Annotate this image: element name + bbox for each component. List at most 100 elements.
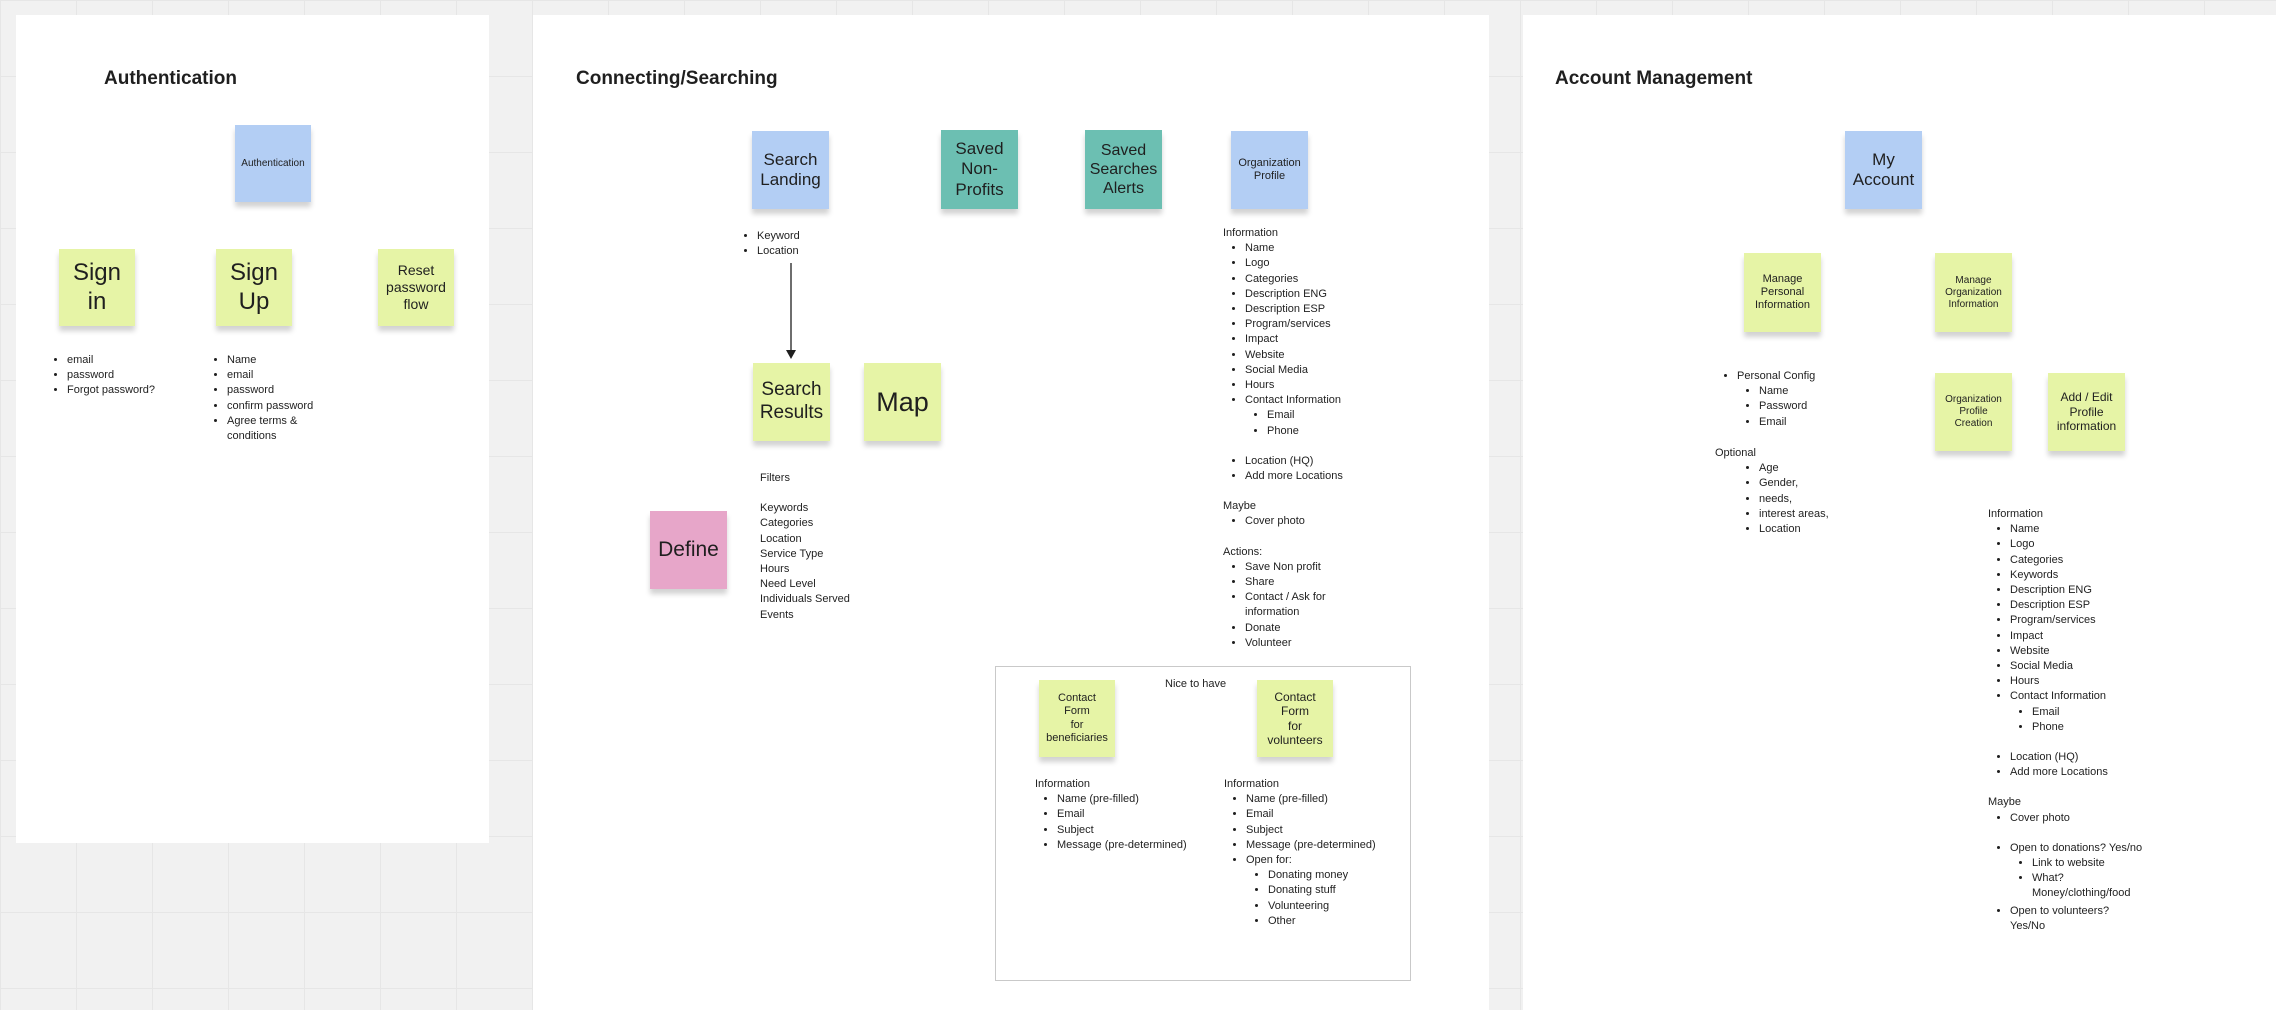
list-item: Donating stuff — [1268, 883, 1394, 898]
list-item: Share — [1245, 575, 1363, 590]
sticky-contact-form-volunteers[interactable]: Contact Form for volunteers — [1257, 680, 1333, 757]
connecting-searching-title: Connecting/Searching — [576, 68, 778, 89]
list-item: Other — [1268, 914, 1394, 929]
list-item: Gender, — [1759, 476, 1855, 491]
sticky-add-edit-profile-information[interactable]: Add / Edit Profile information — [2048, 373, 2125, 451]
list-item: What? Money/clothing/food — [2032, 871, 2142, 901]
list-item: Name (pre-filled) — [1246, 792, 1394, 807]
list-item: Open to donations? Yes/no Link to websit… — [2010, 841, 2148, 902]
list-item-label: Open for: — [1246, 854, 1292, 867]
list-item: interest areas, — [1759, 507, 1855, 522]
list-item: Location (HQ) — [1245, 454, 1363, 469]
list-item: Logo — [2010, 537, 2148, 552]
list-item: email — [227, 368, 335, 383]
list-item-label: Open to donations? Yes/no — [2010, 841, 2143, 854]
list-item: Contact Information Email Phone — [2010, 689, 2148, 735]
sticky-contact-form-beneficiaries[interactable]: Contact Form for beneficiaries — [1039, 680, 1115, 757]
info-title: Information — [1988, 508, 2044, 520]
filter-item: Individuals Served — [760, 593, 850, 606]
sticky-search-results[interactable]: Search Results — [753, 363, 830, 441]
list-item: Open for: Donating money Donating stuff … — [1246, 853, 1394, 929]
list-item: Email — [2032, 705, 2148, 720]
list-item: Name — [2010, 522, 2148, 537]
list-item: Agree terms & conditions — [227, 414, 307, 444]
nice-to-have-box — [995, 666, 1411, 981]
list-item: Volunteer — [1245, 636, 1363, 651]
list-item: Location (HQ) — [2010, 750, 2148, 765]
list-item: Contact Information Email Phone — [1245, 393, 1363, 439]
list-item: Description ESP — [1245, 302, 1363, 317]
list-item: Categories — [1245, 272, 1363, 287]
list-item: Website — [1245, 348, 1363, 363]
volunteers-notes: Information Name (pre-filled) Email Subj… — [1224, 777, 1394, 929]
list-item: email — [67, 353, 175, 368]
list-item: confirm password — [227, 399, 335, 414]
list-item: Password — [1759, 399, 1855, 414]
list-item: Email — [1759, 415, 1855, 430]
list-item: Email — [1246, 807, 1394, 822]
sticky-search-landing[interactable]: Search Landing — [752, 131, 829, 209]
sticky-saved-non-profits[interactable]: Saved Non- Profits — [941, 130, 1018, 209]
filter-item: Keywords — [760, 502, 809, 515]
list-item: Program/services — [2010, 613, 2148, 628]
search-landing-notes: Keyword Location — [735, 229, 835, 259]
list-item: Link to website — [2032, 856, 2148, 871]
list-item: Name — [1245, 241, 1363, 256]
list-item: Cover photo — [1245, 514, 1363, 529]
sticky-reset-password[interactable]: Reset password flow — [378, 249, 454, 326]
sticky-manage-personal-information[interactable]: Manage Personal Information — [1744, 253, 1821, 332]
list-item: Location — [1759, 522, 1855, 537]
list-item: Donate — [1245, 621, 1363, 636]
beneficiaries-notes: Information Name (pre-filled) Email Subj… — [1035, 777, 1205, 853]
personal-config-notes: Personal Config Name Password Email — [1715, 369, 1855, 430]
list-item: Name — [227, 353, 335, 368]
nice-to-have-title: Nice to have — [1165, 678, 1227, 690]
list-item: Logo — [1245, 256, 1363, 271]
list-item: Forgot password? — [67, 383, 175, 398]
sign-in-notes: email password Forgot password? — [45, 353, 175, 399]
list-item: Add more Locations — [2010, 765, 2148, 780]
sticky-map[interactable]: Map — [864, 363, 941, 441]
maybe-title: Maybe — [1988, 796, 2022, 809]
list-item: Add more Locations — [1245, 469, 1363, 484]
sticky-organization-profile[interactable]: Organization Profile — [1231, 131, 1308, 209]
filter-item: Location — [760, 532, 802, 545]
account-information-notes: Information Name Logo Categories Keyword… — [1988, 507, 2148, 934]
list-item: password — [67, 368, 175, 383]
list-item: Social Media — [2010, 659, 2148, 674]
list-item: Impact — [2010, 629, 2148, 644]
info-title: Information — [1223, 227, 1279, 239]
list-item: Keyword — [757, 229, 835, 244]
sticky-organization-profile-creation[interactable]: Organization Profile Creation — [1935, 373, 2012, 451]
list-item: Personal Config Name Password Email — [1737, 369, 1855, 430]
sticky-define[interactable]: Define — [650, 511, 727, 589]
sticky-sign-in[interactable]: Sign in — [59, 249, 135, 326]
filter-item: Hours — [760, 563, 790, 576]
list-item-label: Contact Information — [1245, 394, 1341, 407]
filters-title: Filters — [760, 472, 790, 484]
maybe-title: Maybe — [1223, 500, 1257, 513]
sticky-my-account[interactable]: My Account — [1845, 131, 1922, 209]
sticky-sign-up[interactable]: Sign Up — [216, 249, 292, 326]
list-item: Open to volunteers? Yes/No — [2010, 904, 2110, 934]
list-item: Message (pre-determined) — [1246, 838, 1394, 853]
filter-item: Service Type — [760, 547, 824, 560]
list-item: Donating money — [1268, 868, 1394, 883]
list-item: Social Media — [1245, 363, 1363, 378]
list-item: Age — [1759, 461, 1855, 476]
list-item: Message (pre-determined) — [1057, 838, 1205, 853]
sticky-manage-organization-information[interactable]: Manage Organization Information — [1935, 253, 2012, 332]
list-item: Phone — [1267, 424, 1363, 439]
list-item-label: Contact Information — [2010, 690, 2106, 703]
filter-item: Events — [760, 608, 794, 621]
list-item: Save Non profit — [1245, 560, 1363, 575]
list-item-label: Personal Config — [1737, 370, 1816, 382]
info-title: Information — [1035, 778, 1091, 790]
list-item: Description ENG — [2010, 583, 2148, 598]
list-item: Description ESP — [2010, 598, 2148, 613]
sticky-saved-searches-alerts[interactable]: Saved Searches Alerts — [1085, 130, 1162, 209]
sticky-authentication[interactable]: Authentication — [235, 125, 311, 202]
optional-notes: Optional Age Gender, needs, interest are… — [1715, 446, 1855, 537]
list-item: Subject — [1057, 823, 1205, 838]
list-item: Email — [1267, 408, 1363, 423]
